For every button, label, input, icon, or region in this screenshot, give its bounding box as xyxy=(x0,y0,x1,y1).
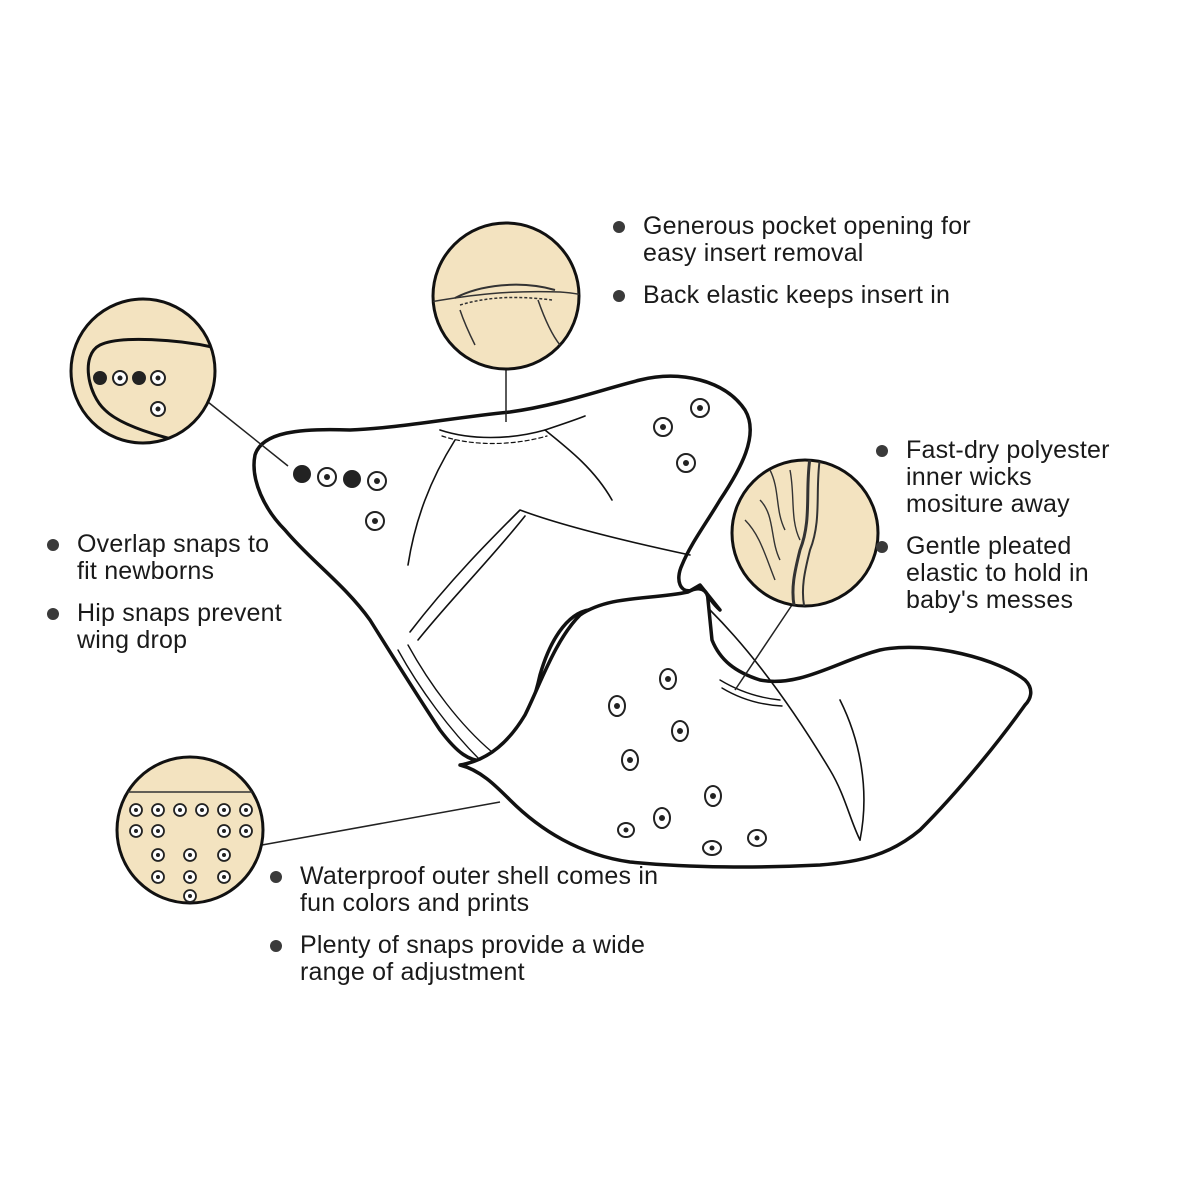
leader-lines xyxy=(207,369,793,846)
feature-item: Fast-dry polyester inner wicks mositure … xyxy=(876,437,1176,518)
feature-text: Generous pocket opening for easy insert … xyxy=(643,212,971,267)
bullet-icon xyxy=(613,221,625,233)
snap-features: Overlap snaps to fit newborns Hip snaps … xyxy=(47,531,337,669)
pocket-features: Generous pocket opening for easy insert … xyxy=(613,213,1033,324)
feature-text: Hip snaps prevent wing drop xyxy=(77,599,282,654)
feature-item: Overlap snaps to fit newborns xyxy=(47,531,337,585)
shell-features: Waterproof outer shell comes in fun colo… xyxy=(270,863,710,1001)
feature-text: Fast-dry polyester inner wicks mositure … xyxy=(906,436,1110,518)
pocket-callout xyxy=(431,221,581,371)
inner-features: Fast-dry polyester inner wicks mositure … xyxy=(876,437,1176,629)
bullet-icon xyxy=(613,290,625,302)
snap-callout xyxy=(69,297,217,445)
feature-item: Hip snaps prevent wing drop xyxy=(47,600,337,654)
bullet-icon xyxy=(876,541,888,553)
feature-item: Plenty of snaps provide a wide range of … xyxy=(270,932,710,986)
feature-text: Overlap snaps to fit newborns xyxy=(77,530,270,585)
feature-item: Generous pocket opening for easy insert … xyxy=(613,213,1033,267)
feature-text: Plenty of snaps provide a wide range of … xyxy=(300,931,646,986)
feature-text: Back elastic keeps insert in xyxy=(643,281,951,309)
bullet-icon xyxy=(876,445,888,457)
feature-text: Waterproof outer shell comes in fun colo… xyxy=(300,862,659,917)
shell-callout xyxy=(115,755,265,905)
feature-item: Back elastic keeps insert in xyxy=(613,282,1033,309)
feature-text: Gentle pleated elastic to hold in baby's… xyxy=(906,532,1089,614)
bullet-icon xyxy=(47,608,59,620)
wing-snaps xyxy=(293,398,710,531)
bullet-icon xyxy=(47,539,59,551)
bullet-icon xyxy=(270,871,282,883)
bullet-icon xyxy=(270,940,282,952)
feature-item: Waterproof outer shell comes in fun colo… xyxy=(270,863,710,917)
inner-fabric-callout xyxy=(730,458,880,608)
feature-item: Gentle pleated elastic to hold in baby's… xyxy=(876,533,1176,614)
